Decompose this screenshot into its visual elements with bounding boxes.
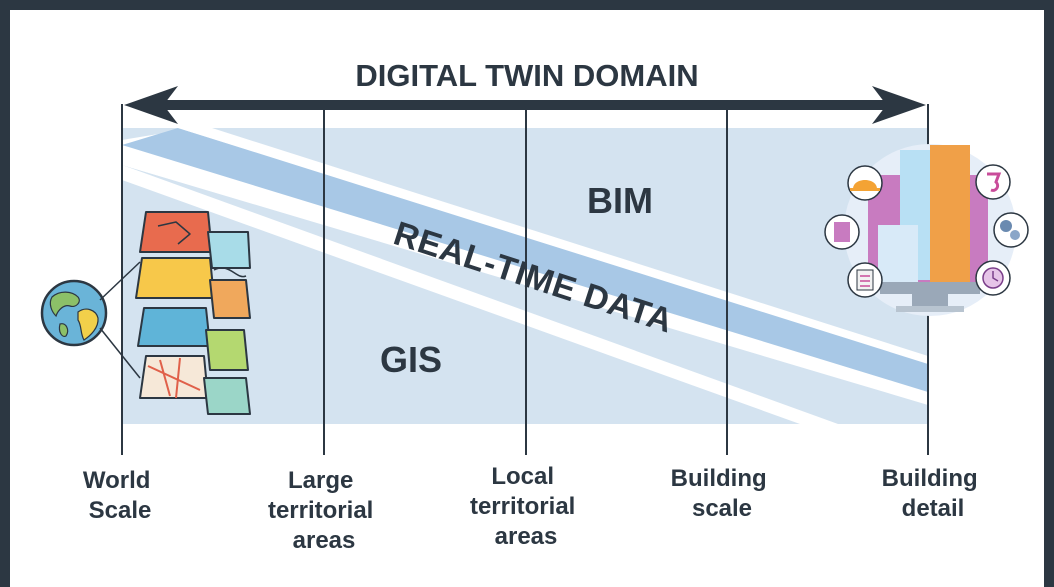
domain-arrow <box>124 86 926 124</box>
gis-label: GIS <box>380 339 442 380</box>
clock-icon <box>975 260 1011 296</box>
crane-hook-icon <box>975 164 1011 200</box>
scale-label-local: Local territorial areas <box>470 463 582 550</box>
globe-icon <box>40 279 108 347</box>
gis-map-layers-icon <box>135 211 251 415</box>
gears-icon <box>993 212 1029 248</box>
scale-label-world: World Scale <box>83 467 157 524</box>
arrow-right-head <box>872 86 926 124</box>
arrow-left-head <box>124 86 178 124</box>
scale-label-building-detail: Building detail <box>882 465 985 522</box>
bim-label: BIM <box>587 180 653 221</box>
building-icon <box>824 214 860 250</box>
checklist-icon <box>847 262 883 298</box>
scale-label-large: Large territorial areas <box>268 467 380 554</box>
smart-building-monitor-icon <box>844 144 1016 316</box>
diagram-title: DIGITAL TWIN DOMAIN <box>355 58 698 93</box>
scale-labels: World Scale Large territorial areas Loca… <box>83 463 985 554</box>
scale-label-building-scale: Building scale <box>671 465 774 522</box>
hard-hat-icon <box>847 165 883 201</box>
